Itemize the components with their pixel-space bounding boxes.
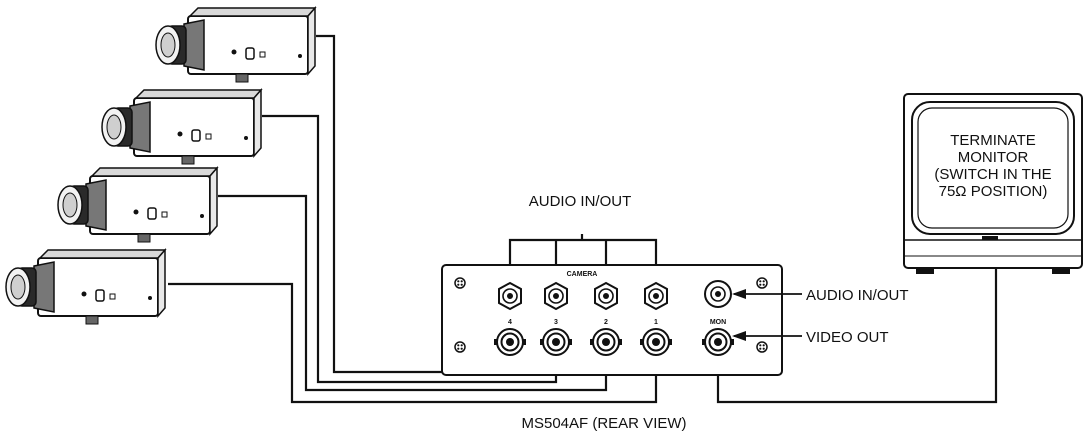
audio-mon-connector-icon[interactable] (704, 280, 732, 308)
monitor-text-line4: 75Ω POSITION) (939, 183, 1048, 200)
audio-callout-arrow-icon (732, 289, 746, 299)
camera-1-icon (155, 7, 316, 83)
camera-3-icon (57, 167, 218, 243)
audio-bus (508, 234, 658, 296)
audio-connector-3-icon[interactable] (544, 282, 568, 310)
mon-label: MON (710, 319, 726, 326)
channel-number: 2 (604, 319, 608, 326)
cable-mon-monitor (716, 268, 998, 404)
audio-connector-1-icon[interactable] (644, 282, 668, 310)
audio-in-out-right-label: AUDIO IN/OUT (806, 287, 909, 304)
camera-4-icon (5, 249, 166, 325)
video-callout-arrow-icon (732, 331, 746, 341)
audio-connector-2-icon[interactable] (594, 282, 618, 310)
audio-in-out-top-label: AUDIO IN/OUT (529, 193, 632, 210)
screw-icon (454, 341, 466, 353)
monitor-text-line1: TERMINATE (950, 132, 1036, 149)
camera-panel-label: CAMERA (567, 271, 598, 278)
cable-camera3-ch2 (218, 194, 608, 392)
video-out-label: VIDEO OUT (806, 329, 889, 346)
monitor-text-line2: MONITOR (958, 149, 1029, 166)
screw-icon (756, 341, 768, 353)
cable-camera4-ch1 (168, 282, 658, 404)
screw-icon (756, 277, 768, 289)
monitor-text-line3: (SWITCH IN THE (934, 166, 1051, 183)
channel-number: 4 (508, 319, 512, 326)
audio-connector-4-icon[interactable] (498, 282, 522, 310)
crt-monitor-icon (903, 93, 1083, 274)
screw-icon (454, 277, 466, 289)
channel-number: 3 (554, 319, 558, 326)
ms504af-rear-panel (441, 264, 783, 376)
unit-caption: MS504AF (REAR VIEW) (521, 415, 686, 432)
camera-2-icon (101, 89, 262, 165)
channel-number: 1 (654, 319, 658, 326)
